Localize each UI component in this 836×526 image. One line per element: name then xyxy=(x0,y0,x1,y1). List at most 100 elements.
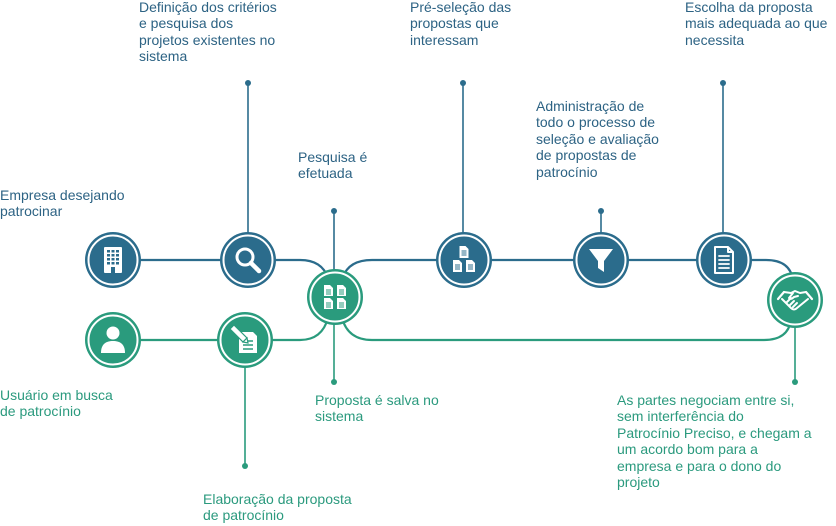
criteria-search-label: Definição dos critérios e pesquisa dos p… xyxy=(139,0,277,65)
administration-label-line: Administração de xyxy=(536,98,645,114)
handshake-arms xyxy=(776,290,814,301)
company-label: Empresa desejando patrocinar xyxy=(0,187,125,220)
hub-node xyxy=(307,269,363,325)
document-outline xyxy=(714,246,734,274)
negotiation-label: As partes negociam entre si, sem interfe… xyxy=(617,392,812,490)
pin-dot xyxy=(792,379,798,385)
building-icon xyxy=(104,247,122,273)
preselection-label: Pré-seleção das propostas que interessam xyxy=(410,0,511,48)
user-node xyxy=(85,312,141,368)
user-label: Usuário em busca de patrocínio xyxy=(0,387,113,420)
negotiation-label-line: projeto xyxy=(617,474,660,491)
preselection-label-line: Pré-seleção das xyxy=(410,0,512,15)
node-circle xyxy=(220,232,276,288)
choice-label-line: necessita xyxy=(685,31,745,48)
node-ring xyxy=(222,234,274,286)
pin-dot xyxy=(331,208,337,214)
company-label-line: Empresa desejando xyxy=(0,187,125,203)
main-blue-track-line xyxy=(341,258,795,281)
choice-node xyxy=(696,232,752,288)
node-ring xyxy=(87,234,139,286)
company-label-line: patrocinar xyxy=(0,203,63,220)
node-circle xyxy=(307,269,363,325)
preselection-node xyxy=(436,232,492,288)
criteria-search-label-line: Definição dos critérios xyxy=(139,0,277,15)
user-body xyxy=(101,341,125,353)
criteria-search-label-line: sistema xyxy=(139,48,188,65)
negotiation-pin xyxy=(792,325,798,385)
filter-icon xyxy=(589,249,613,272)
node-ring xyxy=(769,274,821,326)
node-ring xyxy=(219,314,271,366)
negotiation-label-line: As partes negociam entre si, xyxy=(617,392,795,408)
file-lines xyxy=(455,250,473,270)
pins xyxy=(242,80,798,469)
node-ring xyxy=(87,314,139,366)
edit-document-icon xyxy=(229,324,257,353)
magnifier-handle xyxy=(248,260,262,274)
choice-label: Escolha da proposta mais adequada ao que… xyxy=(685,0,827,48)
search-icon xyxy=(235,247,262,274)
administration-label-line: patrocínio xyxy=(536,163,598,180)
pencil-tip xyxy=(241,336,249,344)
choice-label-line: mais adequada ao que xyxy=(685,15,828,32)
magnifier-lens xyxy=(235,247,255,267)
node-ring xyxy=(438,234,490,286)
pin-dot xyxy=(331,379,337,385)
criteria-pin xyxy=(245,80,251,236)
criteria-search-node xyxy=(220,232,276,288)
negotiation-label-line: Patrocínio Preciso, e chegam a xyxy=(617,424,812,441)
main-green-track-line xyxy=(340,317,793,342)
document-text-lines xyxy=(718,255,730,269)
user-icon xyxy=(101,326,125,353)
administration-pin xyxy=(598,208,604,236)
pin-dot xyxy=(460,80,466,86)
proposal-saved-label: Proposta é salva no sistema xyxy=(315,392,439,425)
hub-up-pin xyxy=(331,208,337,272)
preselection-label-line: propostas que xyxy=(410,15,499,32)
document-icon xyxy=(714,246,734,274)
building-windows xyxy=(107,250,119,273)
criteria-search-label-line: projetos existentes no xyxy=(139,31,276,48)
preselection-label-line: interessam xyxy=(410,31,479,48)
administration-label-line: todo o processo de xyxy=(536,114,656,131)
documents-icon xyxy=(324,285,346,309)
preselection-pin xyxy=(460,80,466,236)
proposal-draft-label-line: Elaboração da proposta xyxy=(203,491,352,507)
draft-pin xyxy=(242,364,248,469)
pin-dot xyxy=(242,463,248,469)
proposal-draft-label-line: de patrocínio xyxy=(203,507,284,524)
administration-label-line: de propostas de xyxy=(536,147,637,164)
search-done-label: Pesquisa é efetuada xyxy=(298,149,367,182)
negotiation-label-line: um acordo bom para a xyxy=(617,441,758,458)
pin-dot xyxy=(245,80,251,86)
node-ring xyxy=(309,271,361,323)
administration-label: Administração de todo o processo de sele… xyxy=(536,98,659,180)
user-head xyxy=(106,326,120,340)
document-lines xyxy=(326,289,344,308)
node-ring xyxy=(698,234,750,286)
pin-dot xyxy=(598,208,604,214)
node-circle xyxy=(85,312,141,368)
negotiation-label-line: empresa e para o dono do xyxy=(617,457,782,474)
user-label-line: de patrocínio xyxy=(0,403,81,420)
company-node xyxy=(85,232,141,288)
node-ring xyxy=(575,234,627,286)
negotiation-label-line: sem interferência do xyxy=(617,408,744,425)
proposal-saved-label-line: sistema xyxy=(315,408,364,425)
user-label-line: Usuário em busca xyxy=(0,387,113,403)
pin-dot xyxy=(720,80,726,86)
choice-pin xyxy=(720,80,726,236)
proposal-draft-label: Elaboração da proposta de patrocínio xyxy=(203,491,352,524)
administration-node xyxy=(573,232,629,288)
node-circle xyxy=(436,232,492,288)
proposal-draft-node xyxy=(217,312,273,368)
files-icon xyxy=(453,246,475,272)
choice-label-line: Escolha da proposta xyxy=(685,0,813,15)
search-done-label-line: Pesquisa é xyxy=(298,149,368,165)
handshake-icon xyxy=(776,290,814,311)
proposal-saved-label-line: Proposta é salva no xyxy=(315,392,439,408)
administration-label-line: seleção e avaliação xyxy=(536,130,659,147)
hub-down-pin xyxy=(331,322,337,385)
